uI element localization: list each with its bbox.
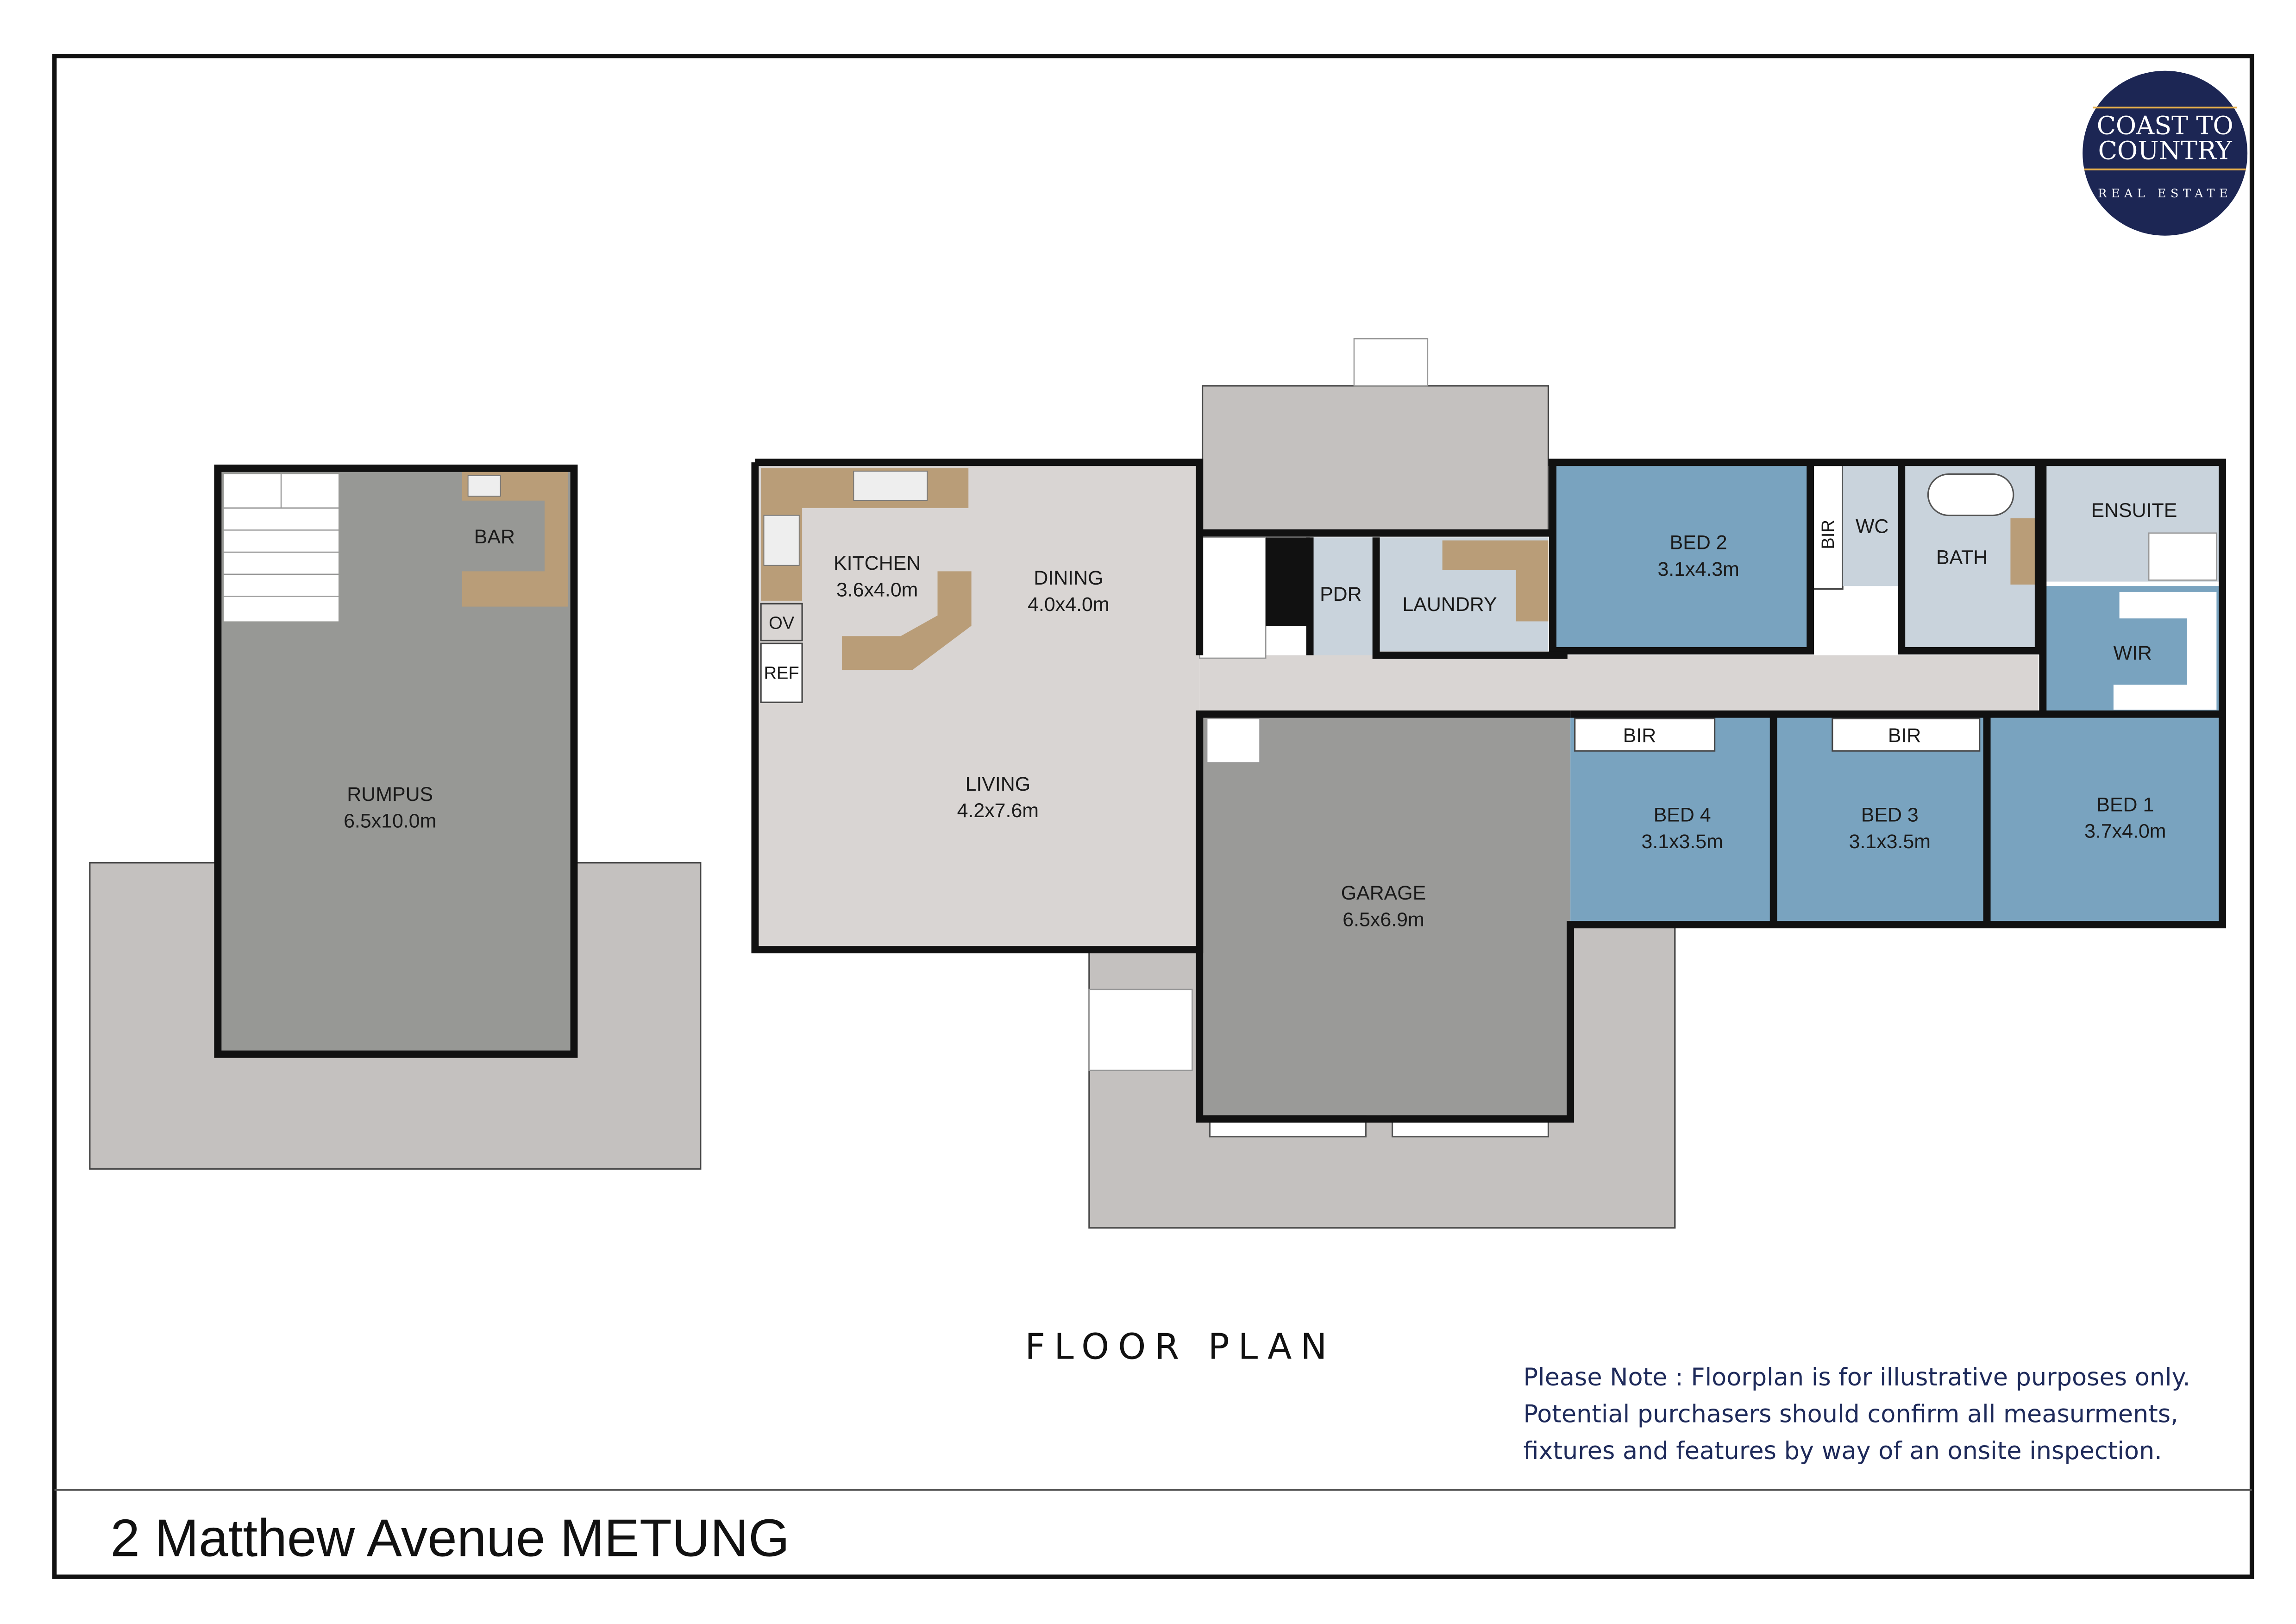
label-kitchen: KITCHEN: [834, 552, 921, 574]
oven: [760, 603, 803, 642]
label-wir: WIR: [2114, 642, 2152, 664]
room-wc: [1843, 465, 1899, 586]
main-house: KITCHEN 3.6x4.0m DINING 4.0x4.0m LIVING …: [751, 338, 2227, 1229]
note-line-1: Please Note : Floorplan is for illustrat…: [1523, 1363, 2190, 1391]
cooktop-icon: [763, 515, 800, 566]
laundry-bench: [1516, 540, 1549, 622]
bar-counter: [462, 471, 568, 607]
kitchen-bench: [761, 468, 969, 601]
bath-vanity: [2010, 518, 2039, 585]
stair-void: [1266, 537, 1310, 626]
rear-steps: [1353, 338, 1429, 387]
label-dining: DINING: [1034, 567, 1103, 589]
label-ensuite: ENSUITE: [2091, 499, 2177, 522]
room-garage: [1199, 714, 1571, 1119]
logo-line2: COUNTRY: [2098, 136, 2233, 165]
rumpus-walls: [214, 464, 578, 1058]
laundry-tub: [1442, 540, 1516, 570]
logo-line3: REAL ESTATE: [2098, 186, 2232, 200]
label-laundry: LAUNDRY: [1402, 593, 1497, 616]
label-bed4: BED 4: [1654, 804, 1711, 826]
note-line-2: Potential purchasers should confirm all …: [1523, 1400, 2178, 1428]
kitchen-sink-icon: [853, 471, 928, 501]
garage-stairs: [1206, 718, 1261, 763]
ensuite-shower: [2148, 532, 2217, 581]
hallway: [1199, 655, 2039, 714]
size-bed4: 3.1x3.5m: [1641, 831, 1723, 853]
stairwell: [1198, 536, 1267, 659]
rear-deck: [1202, 385, 1549, 534]
logo-line1: COAST TO: [2097, 111, 2233, 140]
size-bed3: 3.1x3.5m: [1849, 831, 1931, 853]
main-walls: [751, 459, 2227, 1123]
label-wc: WC: [1856, 516, 1888, 538]
size-rumpus: 6.5x10.0m: [344, 810, 436, 832]
label-ref: REF: [764, 663, 799, 683]
label-bed1: BED 1: [2096, 793, 2154, 816]
label-bath: BATH: [1936, 546, 1988, 568]
room-bed2: [1553, 465, 1811, 651]
label-pdr: PDR: [1320, 583, 1362, 605]
label-bir-bed2: BIR: [1818, 520, 1838, 549]
page-frame: [52, 54, 2254, 1579]
fridge: [760, 642, 803, 703]
label-bed3: BED 3: [1861, 804, 1919, 826]
size-bed1: 3.7x4.0m: [2084, 820, 2166, 843]
wir-shelving: [2113, 592, 2217, 710]
property-address: 2 Matthew Avenue METUNG: [110, 1509, 790, 1568]
label-garage: GARAGE: [1341, 882, 1426, 904]
room-bir-bed3: [1832, 718, 1981, 752]
size-bed2: 3.1x4.3m: [1657, 558, 1739, 580]
size-living: 4.2x7.6m: [957, 799, 1039, 822]
room-pdr: [1310, 537, 1376, 655]
size-dining: 4.0x4.0m: [1028, 593, 1109, 616]
note-line-3: fixtures and features by way of an onsit…: [1523, 1437, 2162, 1465]
room-bir-bed2: [1809, 464, 1844, 590]
room-bed1: [1987, 714, 2223, 925]
kitchen-island: [841, 571, 972, 670]
label-bed2: BED 2: [1670, 532, 1727, 554]
size-kitchen: 3.6x4.0m: [836, 579, 918, 601]
bar-sink-icon: [467, 475, 501, 497]
room-bir-bed4: [1574, 718, 1716, 752]
rumpus-building: BAR RUMPUS 6.5x10.0m: [89, 464, 702, 1170]
label-bir-bed4: BIR: [1623, 724, 1656, 747]
room-living-dining-kitchen: [755, 462, 1200, 950]
label-rumpus: RUMPUS: [347, 783, 433, 806]
bathtub-icon: [1927, 473, 2014, 516]
front-steps: [1088, 988, 1193, 1071]
label-ov: OV: [769, 613, 795, 633]
page-title: FLOOR PLAN: [1025, 1326, 1336, 1367]
label-bar: BAR: [474, 526, 515, 548]
company-logo: COAST TO COUNTRY REAL ESTATE: [2083, 70, 2248, 236]
label-living: LIVING: [966, 773, 1031, 795]
size-garage: 6.5x6.9m: [1342, 908, 1424, 931]
label-bir-bed3: BIR: [1888, 724, 1921, 747]
